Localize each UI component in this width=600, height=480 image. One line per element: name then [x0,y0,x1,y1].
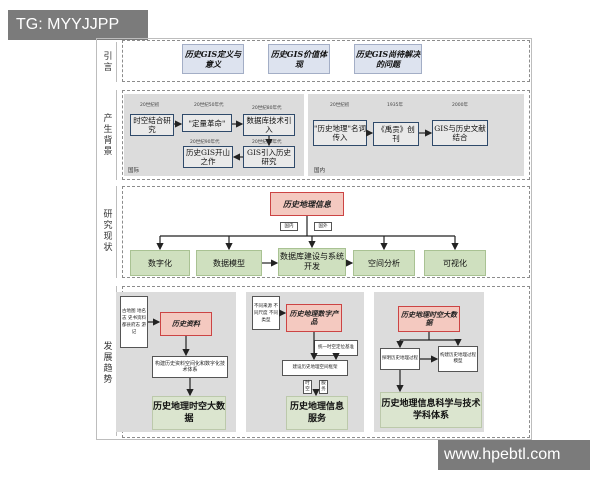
intro-box-problems: 历史GIS尚待解决的问题 [354,44,422,74]
intl-label-2: 20世纪50年代 [194,103,224,108]
intl-box-gis-history: GIS引入历史研究 [243,146,295,168]
trend-col1-process: 构建历史资料空间化和数字化技术体系 [152,356,228,378]
background-section [122,90,530,180]
trend-col1-scroll: 历史资料 [160,312,212,336]
intl-box-spacetime: 时空结合研究 [130,114,174,136]
watermark-top-left: TG: MYYJJPP [8,10,148,40]
domestic-tag: 国内 [314,168,326,174]
intl-label-4: 20世纪90年代 [190,140,220,145]
section-label-status: 研究现状 [103,210,113,253]
domestic-box-gis-docs: GIS与历史文献结合 [432,120,488,146]
trend-col3-left: 探明历史地理过程 [380,348,420,370]
section-label-intro: 引言 [103,52,113,73]
intro-box-value: 历史GIS价值体现 [268,44,330,74]
separator [116,90,117,180]
trend-col1-result: 历史地理时空大数据 [152,396,226,430]
section-label-background: 产生背景 [103,114,113,157]
intl-label-3: 20世纪80年代 [252,106,282,111]
trend-col3-result: 历史地理信息科学与技术学科体系 [380,392,482,428]
separator [116,186,117,278]
status-tag-domestic: 国内 [280,222,298,231]
trend-col3-scroll: 历史地理时空大数据 [398,306,460,332]
intl-box-db: 数据库技术引入 [243,114,295,136]
intl-box-pioneer: 历史GIS开山之作 [183,146,233,168]
diagram-frame [96,38,532,440]
status-item-data-model: 数据模型 [196,250,262,276]
trend-col1-sources: 古地图 地名志 史书资料 都县府志 游记 [120,296,148,348]
intro-section [122,40,530,82]
trend-col2-scroll: 历史地理数字产品 [286,304,342,332]
intl-label-1: 20世纪初 [140,103,160,108]
intro-box-definition: 历史GIS定义与意义 [182,44,244,74]
status-item-visualization: 可视化 [424,250,486,276]
domestic-label-2: 1935年 [387,103,403,108]
trend-col2-result: 历史地理信息服务 [286,396,348,430]
trend-col2-framework: 建设历史地理空间框架 [282,360,348,376]
section-label-trend: 发展趋势 [103,342,113,385]
trend-col3-right: 构建历史地理过程模型 [438,346,478,372]
trend-col2-tag-service: 服务 [319,380,328,394]
trend-col2-tag-spacetime: 时空 [303,380,312,394]
intl-tag: 国际 [128,168,140,174]
watermark-bottom-right: www.hpebtl.com [438,440,590,470]
status-item-digitization: 数字化 [130,250,190,276]
domestic-label-1: 20世纪初 [330,103,350,108]
status-item-database: 数据库建设与系统开发 [278,248,346,276]
intl-box-quant: "定量革命" [182,114,232,132]
status-tag-foreign: 国外 [314,222,332,231]
domestic-box-yugong: 《禹贡》创刊 [373,122,419,146]
domestic-label-3: 2000年 [452,103,468,108]
separator [116,42,117,82]
status-item-spatial-analysis: 空间分析 [353,250,415,276]
status-section [122,186,530,278]
status-top-scroll: 历史地理信息 [270,192,344,216]
